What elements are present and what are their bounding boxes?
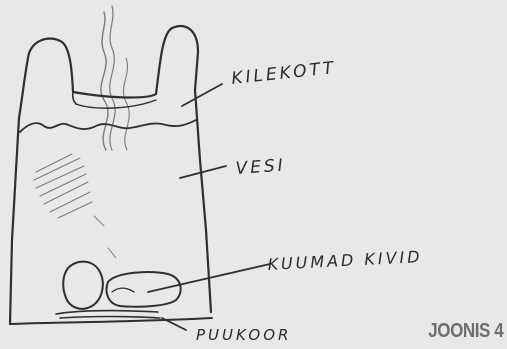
water-shading [34,154,116,258]
wood-embers [56,311,160,318]
water-surface [20,120,196,132]
figure-number: JOONIS 4 [428,320,503,343]
bag-pointer [182,84,222,106]
label-coals: PUUKOOR [196,326,291,344]
water-pointer [180,166,226,178]
label-bag: KILEKOTT [230,58,337,89]
bag-bottom [10,318,212,324]
label-stones: KUUMAD KIVID [267,247,423,274]
hot-stones [63,262,180,309]
label-water: VESI [235,156,286,179]
